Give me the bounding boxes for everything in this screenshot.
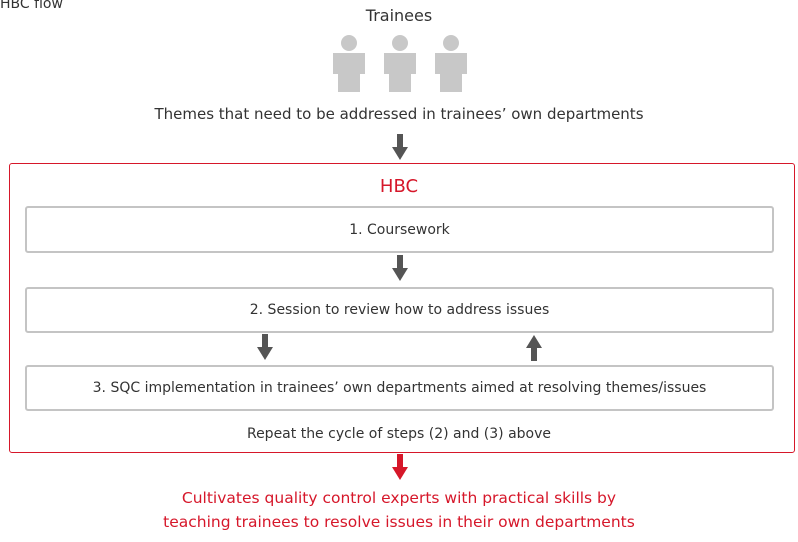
themes-text: Themes that need to be addressed in trai… bbox=[154, 105, 644, 123]
arrow-down-icon bbox=[257, 334, 273, 360]
hbc-title: HBC bbox=[379, 176, 419, 197]
hbc-frame bbox=[9, 163, 795, 453]
step-label: 1. Coursework bbox=[349, 221, 450, 238]
arrow-down-icon bbox=[392, 134, 408, 160]
step-coursework: 1. Coursework bbox=[25, 206, 774, 253]
result-line: Cultivates quality control experts with … bbox=[181, 489, 617, 507]
step-sqc-implementation: 3. SQC implementation in trainees’ own d… bbox=[25, 365, 774, 411]
arrow-down-icon bbox=[392, 454, 408, 480]
result-line: teaching trainees to resolve issues in t… bbox=[163, 513, 635, 531]
arrow-down-icon bbox=[392, 255, 408, 281]
result-statement: Cultivates quality control experts with … bbox=[0, 486, 798, 534]
repeat-cycle-note: Repeat the cycle of steps (2) and (3) ab… bbox=[246, 426, 552, 442]
step-review-session: 2. Session to review how to address issu… bbox=[25, 287, 774, 333]
person-icon bbox=[435, 35, 467, 92]
trainees-group bbox=[333, 35, 467, 92]
diagram-caption: HBC flow bbox=[0, 0, 63, 12]
person-icon bbox=[384, 35, 416, 92]
step-label: 3. SQC implementation in trainees’ own d… bbox=[92, 380, 707, 396]
person-icon bbox=[333, 35, 365, 92]
step-label: 2. Session to review how to address issu… bbox=[249, 302, 550, 318]
arrow-up-icon bbox=[526, 335, 542, 361]
trainees-label: Trainees bbox=[365, 6, 433, 25]
